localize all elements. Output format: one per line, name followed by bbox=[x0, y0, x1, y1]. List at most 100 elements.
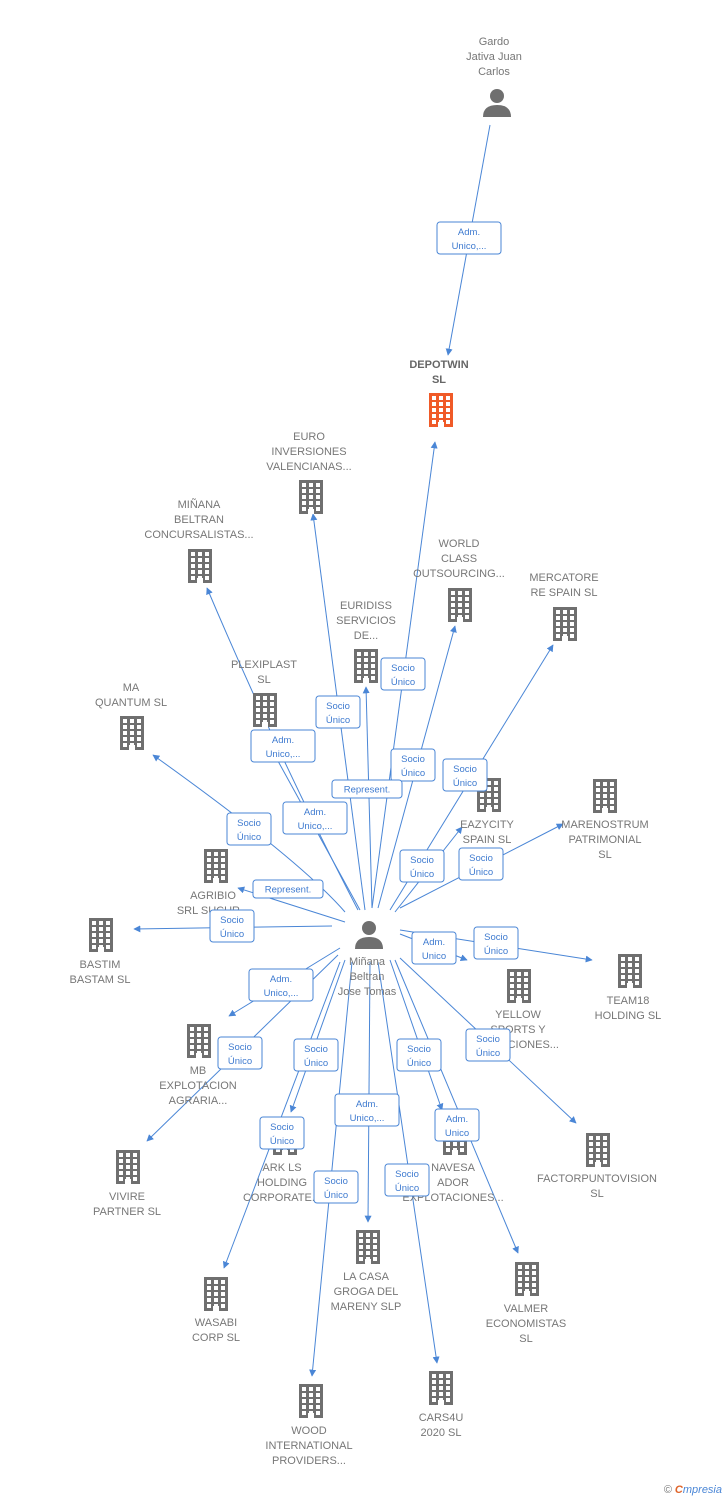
edge-label-text: Adm. bbox=[458, 227, 480, 238]
node-label-line: CORP SL bbox=[192, 1332, 240, 1344]
edge-label-text: Unico,... bbox=[264, 988, 299, 999]
edge-label-text: Único bbox=[410, 869, 434, 880]
edge-label-text: Único bbox=[391, 677, 415, 688]
node-label-line: Jativa Juan bbox=[466, 51, 522, 63]
node-label-line: CARS4U bbox=[419, 1412, 464, 1424]
edge-label-text: Represent. bbox=[265, 885, 311, 896]
edge-person-to-cars4u[interactable] bbox=[377, 961, 440, 1364]
edge-person-to-navesa[interactable] bbox=[389, 959, 444, 1111]
edge-label-text: Único bbox=[304, 1058, 328, 1069]
edge-label[interactable]: Adm.Unico bbox=[434, 1108, 480, 1142]
node-label-line: NAVESA bbox=[431, 1162, 475, 1174]
edge-label-text: Unico,... bbox=[350, 1113, 385, 1124]
edge-label[interactable]: Adm. Unico bbox=[411, 931, 457, 965]
building-icon bbox=[618, 954, 642, 988]
node-wood[interactable]: WOODINTERNATIONALPROVIDERS... bbox=[265, 1384, 353, 1467]
edge-person-to-maquantum[interactable] bbox=[152, 754, 346, 913]
edge-label[interactable]: Adm.Unico,... bbox=[250, 729, 316, 763]
edge-label[interactable]: Represent. bbox=[252, 879, 324, 899]
edge-label-text: Socio bbox=[453, 764, 477, 775]
node-label-line: PLEXIPLAST bbox=[231, 659, 297, 671]
edge-arrow bbox=[222, 961, 341, 1269]
node-euridiss[interactable]: EURIDISSSERVICIOSDE... bbox=[336, 600, 396, 683]
edge-label-text: Socio bbox=[401, 754, 425, 765]
node-label-line: EXPLOTACION bbox=[159, 1080, 236, 1092]
edge-label[interactable]: Represent. bbox=[331, 779, 403, 799]
edge-label-text: Socio bbox=[407, 1044, 431, 1055]
edge-label-text: Único bbox=[326, 715, 350, 726]
node-label-line: SPAIN SL bbox=[463, 834, 512, 846]
edge-label-text: Adm. bbox=[423, 937, 445, 948]
edge-person-to-valmer[interactable] bbox=[394, 959, 519, 1254]
footer-brand[interactable]: ©Cmpresia bbox=[664, 1484, 722, 1496]
node-label-line: AGRARIA... bbox=[169, 1095, 228, 1107]
edge-label[interactable]: Adm. Unico,... bbox=[334, 1093, 400, 1127]
edge-label-text: Adm. bbox=[356, 1099, 378, 1110]
node-label-line: SL bbox=[598, 849, 611, 861]
edge-label-text: Único bbox=[453, 778, 477, 789]
edge-label[interactable]: Adm. Unico,... bbox=[436, 221, 502, 255]
edge-label-text: Adm. bbox=[272, 735, 294, 746]
node-euro[interactable]: EUROINVERSIONESVALENCIANAS... bbox=[266, 431, 352, 514]
node-label-line: MA bbox=[123, 682, 140, 694]
node-minana-conc[interactable]: MIÑANABELTRANCONCURSALISTAS... bbox=[144, 498, 254, 583]
node-label-line: TEAM18 bbox=[607, 995, 650, 1007]
building-icon bbox=[477, 778, 501, 812]
edge-label-text: Unico bbox=[422, 951, 446, 962]
edge-label-text: Unico,... bbox=[298, 821, 333, 832]
node-label-line: WOOD bbox=[291, 1425, 326, 1437]
edge-person-to-ark[interactable] bbox=[289, 959, 346, 1113]
edge-person-to-wasabi[interactable] bbox=[222, 961, 341, 1269]
node-label-line: CONCURSALISTAS... bbox=[144, 529, 253, 541]
edge-label[interactable]: Adm.Unico,... bbox=[248, 968, 314, 1002]
node-label-line: Carlos bbox=[478, 66, 510, 78]
person-icon bbox=[355, 921, 383, 949]
node-label-line: Jose Tomas bbox=[338, 986, 397, 998]
building-icon bbox=[593, 779, 617, 813]
edge-label-text: Socio bbox=[324, 1176, 348, 1187]
person-icon bbox=[483, 89, 511, 117]
edge-person-to-lacasa[interactable] bbox=[364, 961, 372, 1223]
node-world[interactable]: WORLDCLASSOUTSOURCING... bbox=[413, 538, 505, 622]
edge-label[interactable]: Adm.Unico,... bbox=[282, 801, 348, 835]
building-icon bbox=[116, 1150, 140, 1184]
edge-label-text: Unico,... bbox=[452, 241, 487, 252]
node-mb[interactable]: MBEXPLOTACIONAGRARIA... bbox=[159, 1024, 237, 1107]
node-label-line: VIVIRE bbox=[109, 1191, 145, 1203]
edge-person-to-wood[interactable] bbox=[309, 961, 353, 1377]
node-label-line: GROGA DEL bbox=[334, 1286, 399, 1298]
